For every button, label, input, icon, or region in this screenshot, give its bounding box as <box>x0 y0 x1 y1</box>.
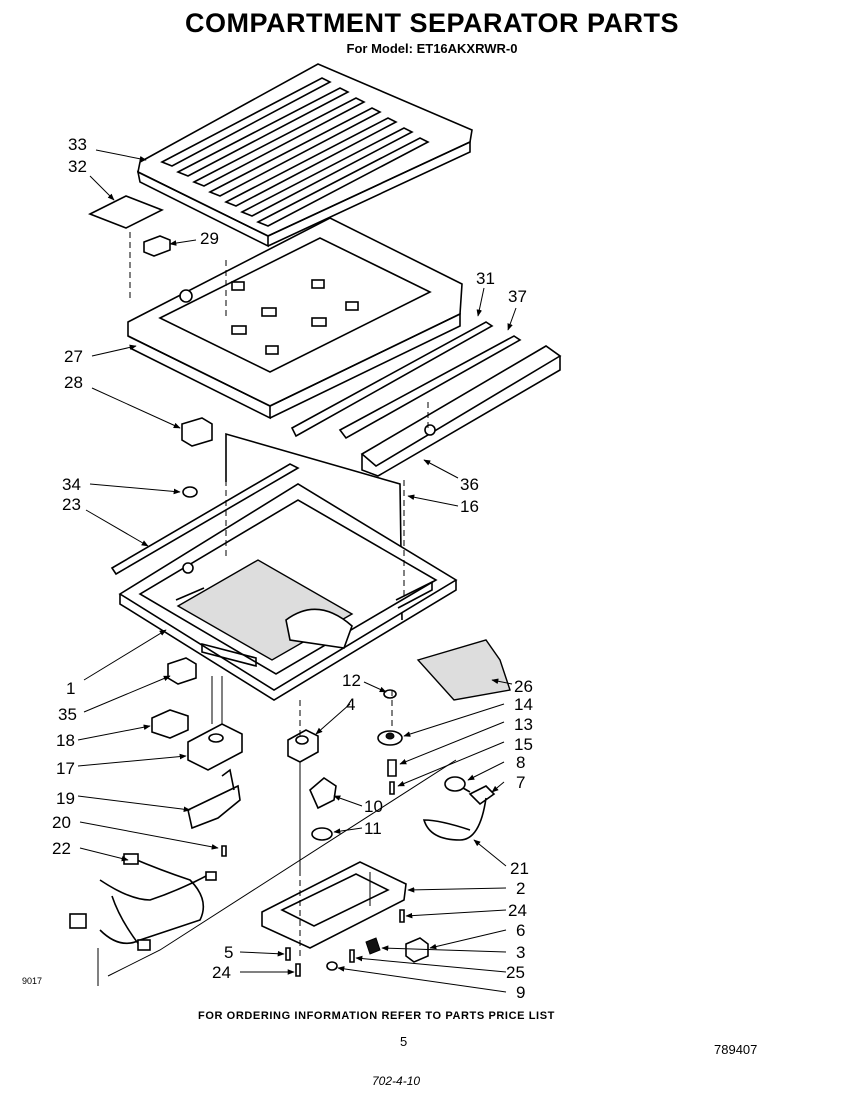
part-7-socket <box>468 785 496 806</box>
part-35-grommet <box>167 657 197 685</box>
part-12-washer <box>383 689 397 699</box>
leader-lines <box>77 149 517 993</box>
callout-29: 29 <box>200 229 219 248</box>
part-11-knob <box>311 827 333 841</box>
part-36-channel <box>360 345 562 477</box>
part-27-divider-frame <box>127 217 463 420</box>
callout-33: 33 <box>68 135 87 154</box>
callout-21: 21 <box>510 859 529 878</box>
part-26-sheet <box>416 639 511 701</box>
part-5-screw <box>285 947 291 961</box>
callout-24: 24 <box>508 901 527 920</box>
part-17-housing <box>187 676 243 771</box>
part-24-screw <box>399 909 405 923</box>
callout-35: 35 <box>58 705 77 724</box>
callout-19: 19 <box>56 789 75 808</box>
corner-code: 9017 <box>22 976 43 986</box>
part-33-grille-shelf <box>136 63 473 248</box>
part-2-housing <box>261 861 407 949</box>
callout-8: 8 <box>516 753 525 772</box>
callout-11: 11 <box>364 819 382 838</box>
callout-6: 6 <box>516 921 525 940</box>
callout-26: 26 <box>514 677 533 696</box>
callout-3: 3 <box>516 943 525 962</box>
part-4-motor <box>287 729 319 870</box>
part-13-bushing <box>387 759 397 777</box>
callout-23: 23 <box>62 495 81 514</box>
callout-22: 22 <box>52 839 71 858</box>
part-15-screw <box>389 781 395 795</box>
callout-28: 28 <box>64 373 83 392</box>
part-31-strip <box>290 321 494 438</box>
callout-24-lower: 24 <box>212 963 231 982</box>
callout-15: 15 <box>514 735 533 754</box>
part-21-lead <box>422 797 487 841</box>
part-32-label <box>88 195 164 229</box>
part-37-strip <box>338 335 522 440</box>
callout-7: 7 <box>516 773 525 792</box>
callout-4: 4 <box>346 695 355 714</box>
part-19-bracket <box>187 768 241 830</box>
part-10-thermostat <box>309 776 337 810</box>
callout-labels: 33 32 29 31 37 27 28 36 34 23 16 1 12 26… <box>52 135 533 1002</box>
callout-37: 37 <box>508 287 527 306</box>
document-number: 789407 <box>714 1042 758 1057</box>
callout-14: 14 <box>514 695 533 714</box>
callout-12: 12 <box>342 671 361 690</box>
callout-31: 31 <box>476 269 495 288</box>
callout-1: 1 <box>66 679 75 698</box>
part-8-bulb <box>444 776 471 793</box>
callout-9: 9 <box>516 983 525 1002</box>
callout-16: 16 <box>460 497 479 516</box>
callout-32: 32 <box>68 157 87 176</box>
part-18-seal <box>151 709 189 739</box>
part-20-screw <box>221 845 227 857</box>
part-29-block <box>143 235 171 257</box>
part-evaporator-pan <box>118 483 458 701</box>
assembly-guides <box>97 232 457 986</box>
callout-25: 25 <box>506 963 525 982</box>
callout-34: 34 <box>62 475 81 494</box>
part-22-harness <box>69 853 217 951</box>
part-25-screw <box>349 949 355 963</box>
page-title: COMPARTMENT SEPARATOR PARTS <box>184 8 679 38</box>
part-3-switch <box>365 937 381 955</box>
part-9-nut <box>326 961 338 971</box>
callout-5: 5 <box>224 943 233 962</box>
model-subtitle: For Model: ET16AKXRWR-0 <box>346 41 518 56</box>
page-number: 5 <box>400 1034 408 1049</box>
part-28-foam <box>181 417 213 447</box>
callout-17: 17 <box>56 759 75 778</box>
callout-27: 27 <box>64 347 83 366</box>
part-23-trim <box>110 463 300 576</box>
part-6-switch <box>405 937 429 963</box>
part-14-fan <box>377 730 403 746</box>
part-34-clip <box>182 486 198 498</box>
ordering-note: FOR ORDERING INFORMATION REFER TO PARTS … <box>198 1010 555 1022</box>
callout-10: 10 <box>364 797 383 816</box>
part-24-screw-lower <box>295 963 301 977</box>
handwritten-note: 702-4-10 <box>372 1074 421 1088</box>
callout-13: 13 <box>514 715 533 734</box>
callout-20: 20 <box>52 813 71 832</box>
callout-18: 18 <box>56 731 75 750</box>
callout-36: 36 <box>460 475 479 494</box>
callout-2: 2 <box>516 879 525 898</box>
